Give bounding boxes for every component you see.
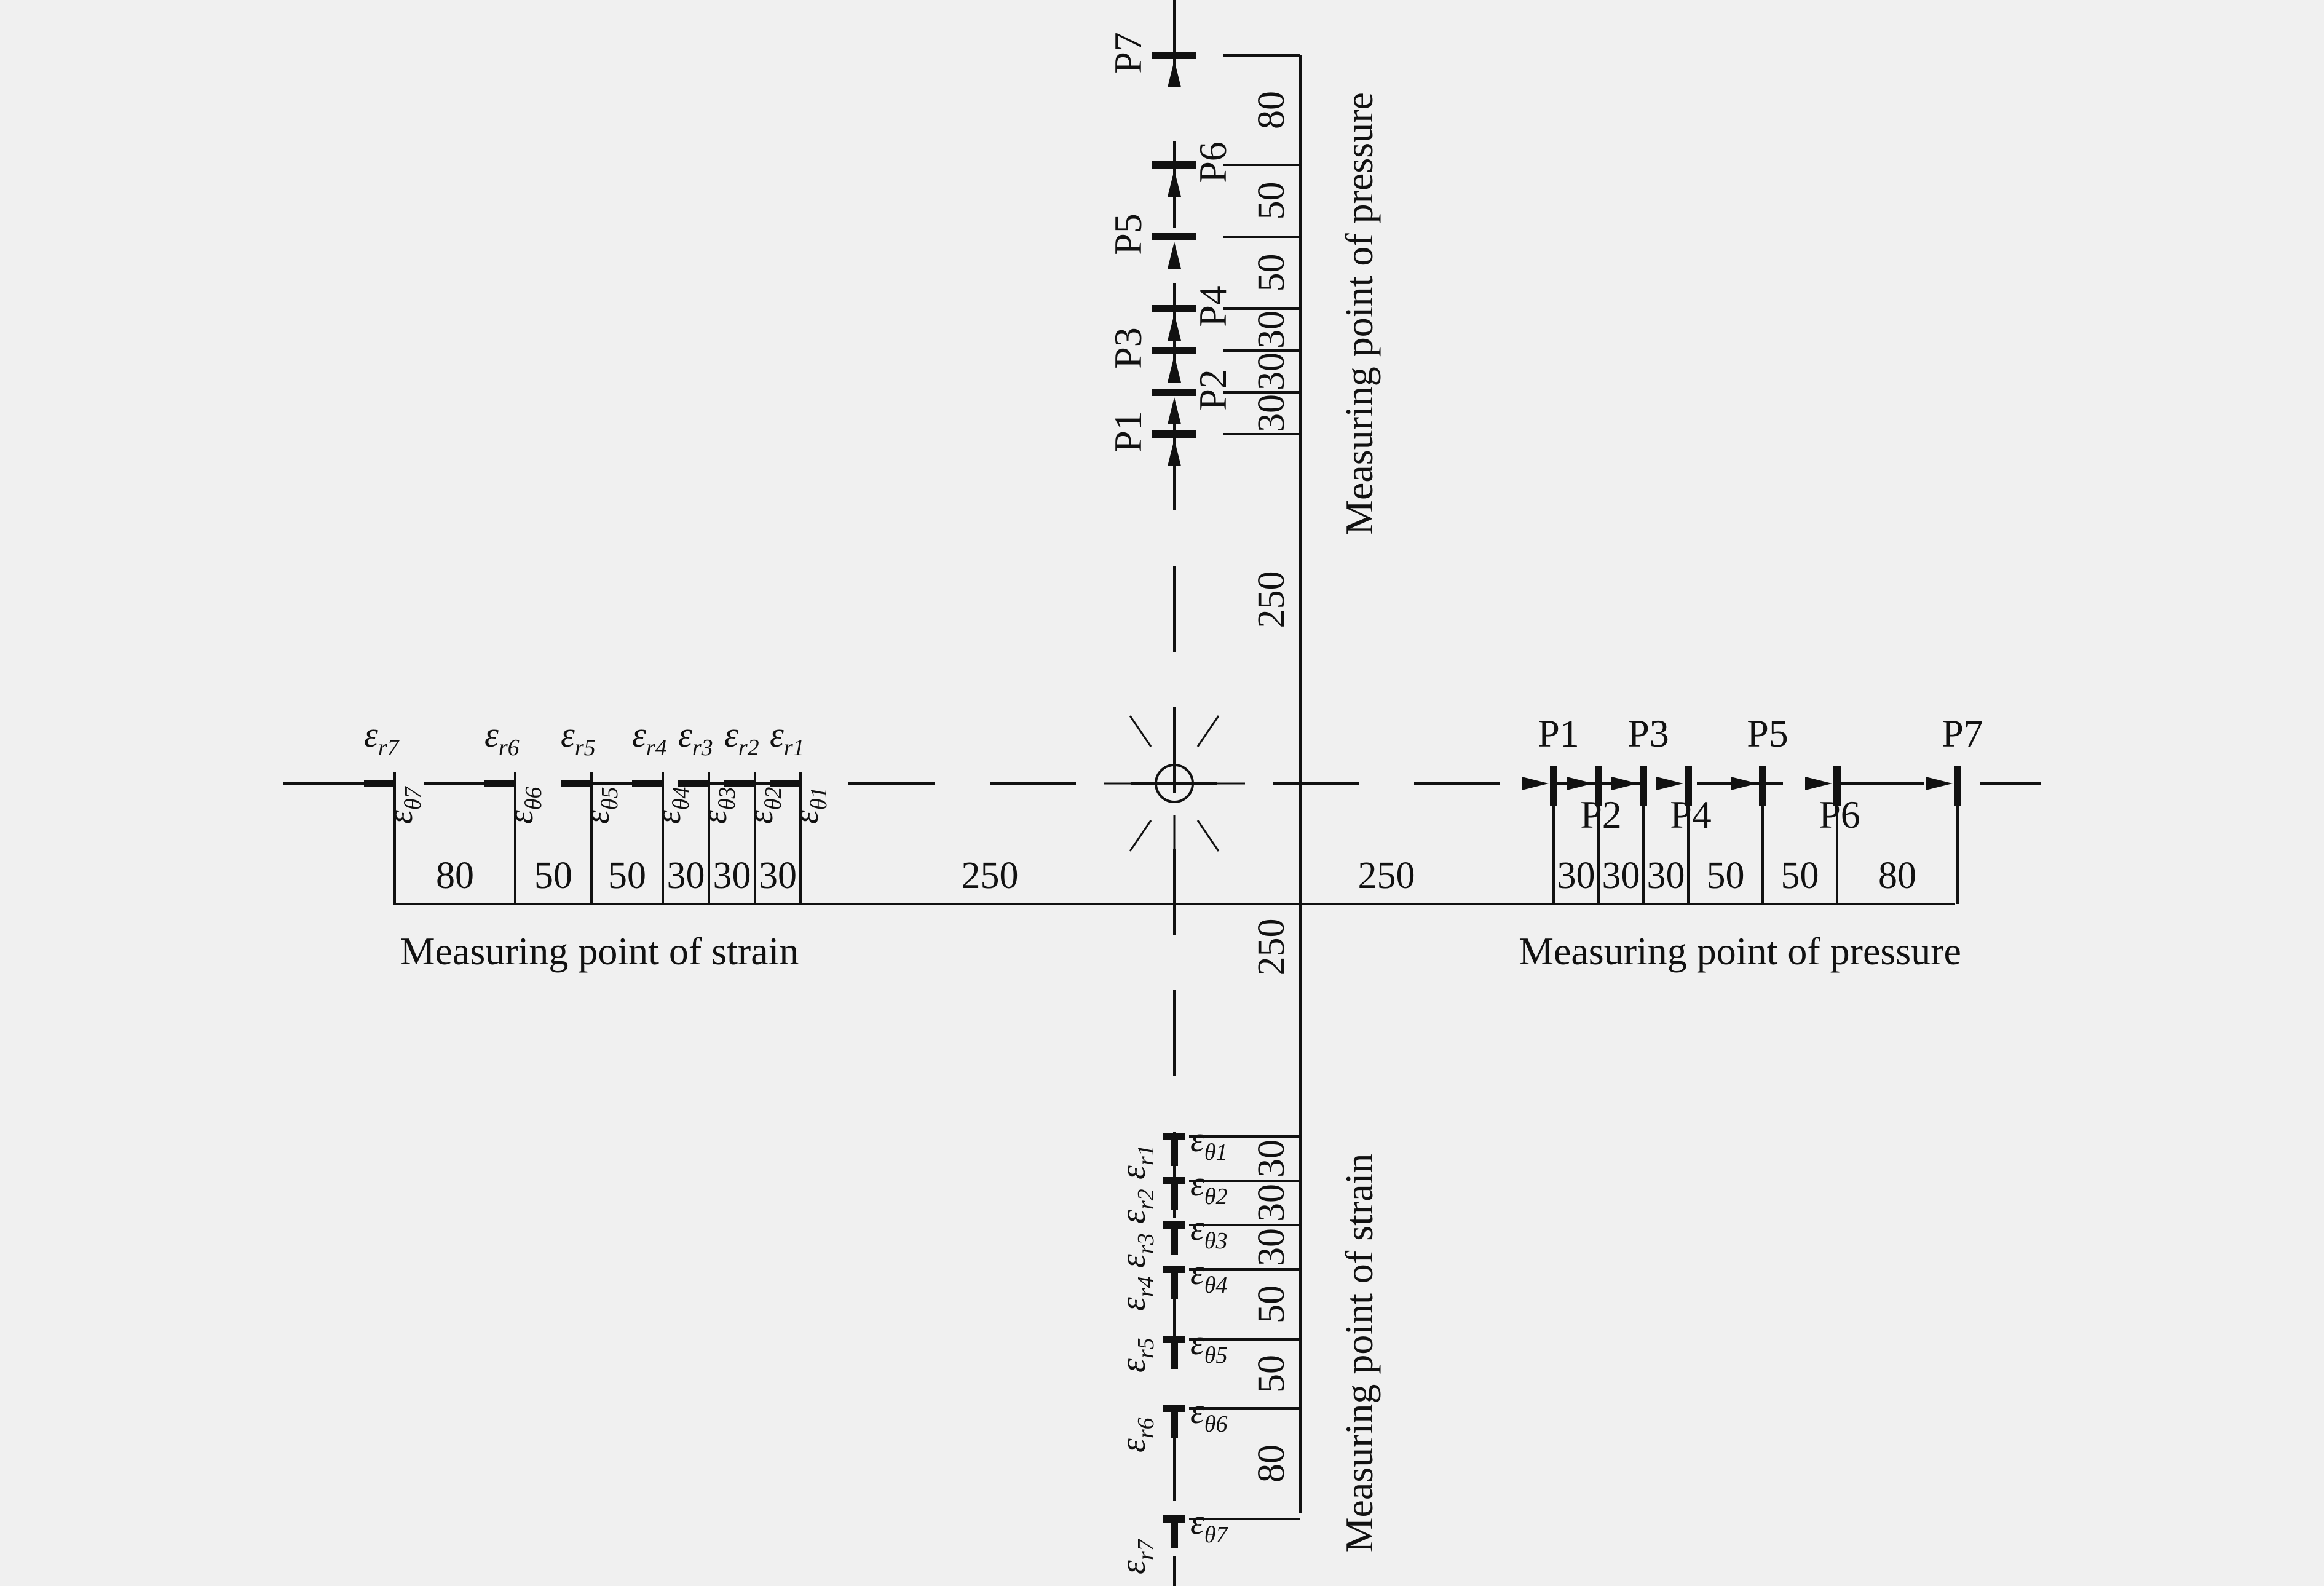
pressure-arrow-icon-right-1 [1522, 777, 1549, 790]
caption-pressure-top: Measuring point of pressure [1337, 92, 1381, 535]
strain-hoop-label-left-1: εθ1 [786, 787, 832, 824]
blast-source-icon [1104, 713, 1245, 854]
strain-hoop-label-bottom-1: εθ1 [1190, 1119, 1228, 1165]
dimension-left-4: 30 [667, 855, 705, 897]
dimension-left-5: 30 [713, 855, 751, 897]
dimension-top-4: 30 [1251, 311, 1292, 349]
pressure-arrow-icon-right-2 [1567, 777, 1594, 790]
dimension-top-2: 50 [1251, 182, 1292, 220]
pressure-label-right-6: P6 [1819, 793, 1860, 836]
pressure-arrow-icon-right-5 [1731, 777, 1758, 790]
dimension-top-3: 50 [1251, 254, 1292, 292]
strain-radial-label-bottom-2: εr2 [1113, 1189, 1159, 1224]
strain-hoop-label-bottom-4: εθ4 [1190, 1252, 1228, 1298]
caption-strain-left: Measuring point of strain [400, 929, 799, 973]
pressure-arrow-icon-top-4 [1168, 314, 1181, 341]
strain-hoop-label-left-5: εθ5 [577, 787, 623, 824]
pressure-label-top-4: P4 [1191, 285, 1235, 327]
dimension-top-5: 30 [1251, 352, 1292, 391]
dimension-center-top: 250 [1251, 571, 1292, 628]
dimension-left-1: 80 [436, 855, 474, 897]
strain-radial-label-bottom-6: εr6 [1113, 1417, 1159, 1453]
pressure-label-top-1: P1 [1106, 411, 1150, 453]
strain-radial-label-left-4: εr4 [632, 715, 667, 761]
pressure-arrow-icon-top-6 [1168, 170, 1181, 197]
diagram-marks: εr1 εθ1 εr2 εθ2 εr3 εθ3 εr4 εθ4 εr5 εθ5 εr6 εθ6 εr7 ε… [364, 32, 1983, 1574]
dimension-left-2: 50 [534, 855, 572, 897]
dimension-bottom-4: 50 [1251, 1285, 1292, 1323]
strain-hoop-label-left-3: εθ3 [694, 787, 740, 824]
dimension-right-1: 30 [1557, 855, 1595, 897]
pressure-label-top-7: P7 [1106, 32, 1150, 74]
dimension-top-6: 30 [1251, 394, 1292, 432]
strain-radial-label-left-1: εr1 [770, 715, 805, 761]
dimension-right-2: 30 [1602, 855, 1640, 897]
dimension-right-3: 30 [1647, 855, 1685, 897]
pressure-label-top-3: P3 [1106, 327, 1150, 369]
strain-hoop-label-bottom-5: εθ5 [1190, 1322, 1228, 1368]
strain-radial-label-bottom-4: εr4 [1113, 1276, 1159, 1311]
dimension-right-5: 50 [1781, 855, 1819, 897]
dimension-center-right: 250 [1358, 855, 1415, 897]
strain-radial-label-left-3: εr3 [678, 715, 713, 761]
strain-hoop-label-left-2: εθ2 [740, 787, 786, 824]
strain-radial-label-left-2: εr2 [724, 715, 759, 761]
pressure-arrow-icon-top-1 [1168, 439, 1181, 466]
pressure-label-right-7: P7 [1942, 712, 1983, 755]
dimension-bottom-1: 30 [1251, 1140, 1292, 1178]
strain-radial-label-left-6: εr6 [484, 715, 520, 761]
dimension-center-bottom: 250 [1251, 919, 1292, 976]
pressure-label-right-2: P2 [1580, 793, 1622, 836]
dimension-right-4: 50 [1707, 855, 1745, 897]
pressure-arrow-icon-right-6 [1805, 777, 1832, 790]
strain-hoop-label-bottom-3: εθ3 [1190, 1208, 1228, 1254]
pressure-arrow-icon-right-3 [1611, 777, 1638, 790]
pressure-arrow-icon-top-3 [1168, 355, 1181, 383]
pressure-label-top-5: P5 [1106, 213, 1150, 255]
dimension-bottom-3: 30 [1251, 1228, 1292, 1266]
strain-radial-label-left-7: εr7 [364, 715, 400, 761]
pressure-label-right-5: P5 [1747, 712, 1788, 755]
strain-radial-label-bottom-5: εr5 [1113, 1338, 1159, 1373]
strain-hoop-label-bottom-7: εθ7 [1190, 1502, 1229, 1548]
strain-hoop-label-left-4: εθ4 [648, 787, 694, 824]
pressure-arrow-icon-top-2 [1168, 397, 1181, 424]
strain-hoop-label-bottom-6: εθ6 [1190, 1391, 1228, 1437]
pressure-label-right-4: P4 [1670, 793, 1712, 836]
dimension-top-1: 80 [1251, 91, 1292, 129]
dimension-left-3: 50 [608, 855, 646, 897]
strain-hoop-label-bottom-2: εθ2 [1190, 1164, 1228, 1210]
pressure-label-right-1: P1 [1538, 712, 1579, 755]
pressure-label-top-2: P2 [1191, 369, 1235, 411]
strain-hoop-label-left-6: εθ6 [500, 787, 547, 824]
pressure-arrow-icon-right-4 [1656, 777, 1683, 790]
caption-pressure-right: Measuring point of pressure [1519, 929, 1961, 973]
dimension-bottom-6: 80 [1251, 1445, 1292, 1483]
strain-hoop-label-left-7: εθ7 [380, 785, 426, 824]
strain-radial-label-left-5: εr5 [561, 715, 596, 761]
dimension-bottom-2: 30 [1251, 1184, 1292, 1222]
pressure-label-right-3: P3 [1627, 712, 1669, 755]
pressure-label-top-6: P6 [1191, 141, 1235, 183]
pressure-arrow-icon-right-7 [1926, 777, 1953, 790]
strain-radial-label-bottom-1: εr1 [1113, 1144, 1159, 1180]
caption-strain-bottom: Measuring point of strain [1337, 1154, 1381, 1553]
dimension-center-left: 250 [962, 855, 1019, 897]
dimension-bottom-5: 50 [1251, 1355, 1292, 1393]
dimension-right-6: 80 [1878, 855, 1916, 897]
strain-radial-label-bottom-7: εr7 [1113, 1538, 1159, 1574]
dimension-left-6: 30 [759, 855, 797, 897]
pressure-arrow-icon-top-7 [1168, 60, 1181, 87]
pressure-arrow-icon-top-5 [1168, 242, 1181, 269]
strain-radial-label-bottom-3: εr3 [1113, 1233, 1159, 1268]
